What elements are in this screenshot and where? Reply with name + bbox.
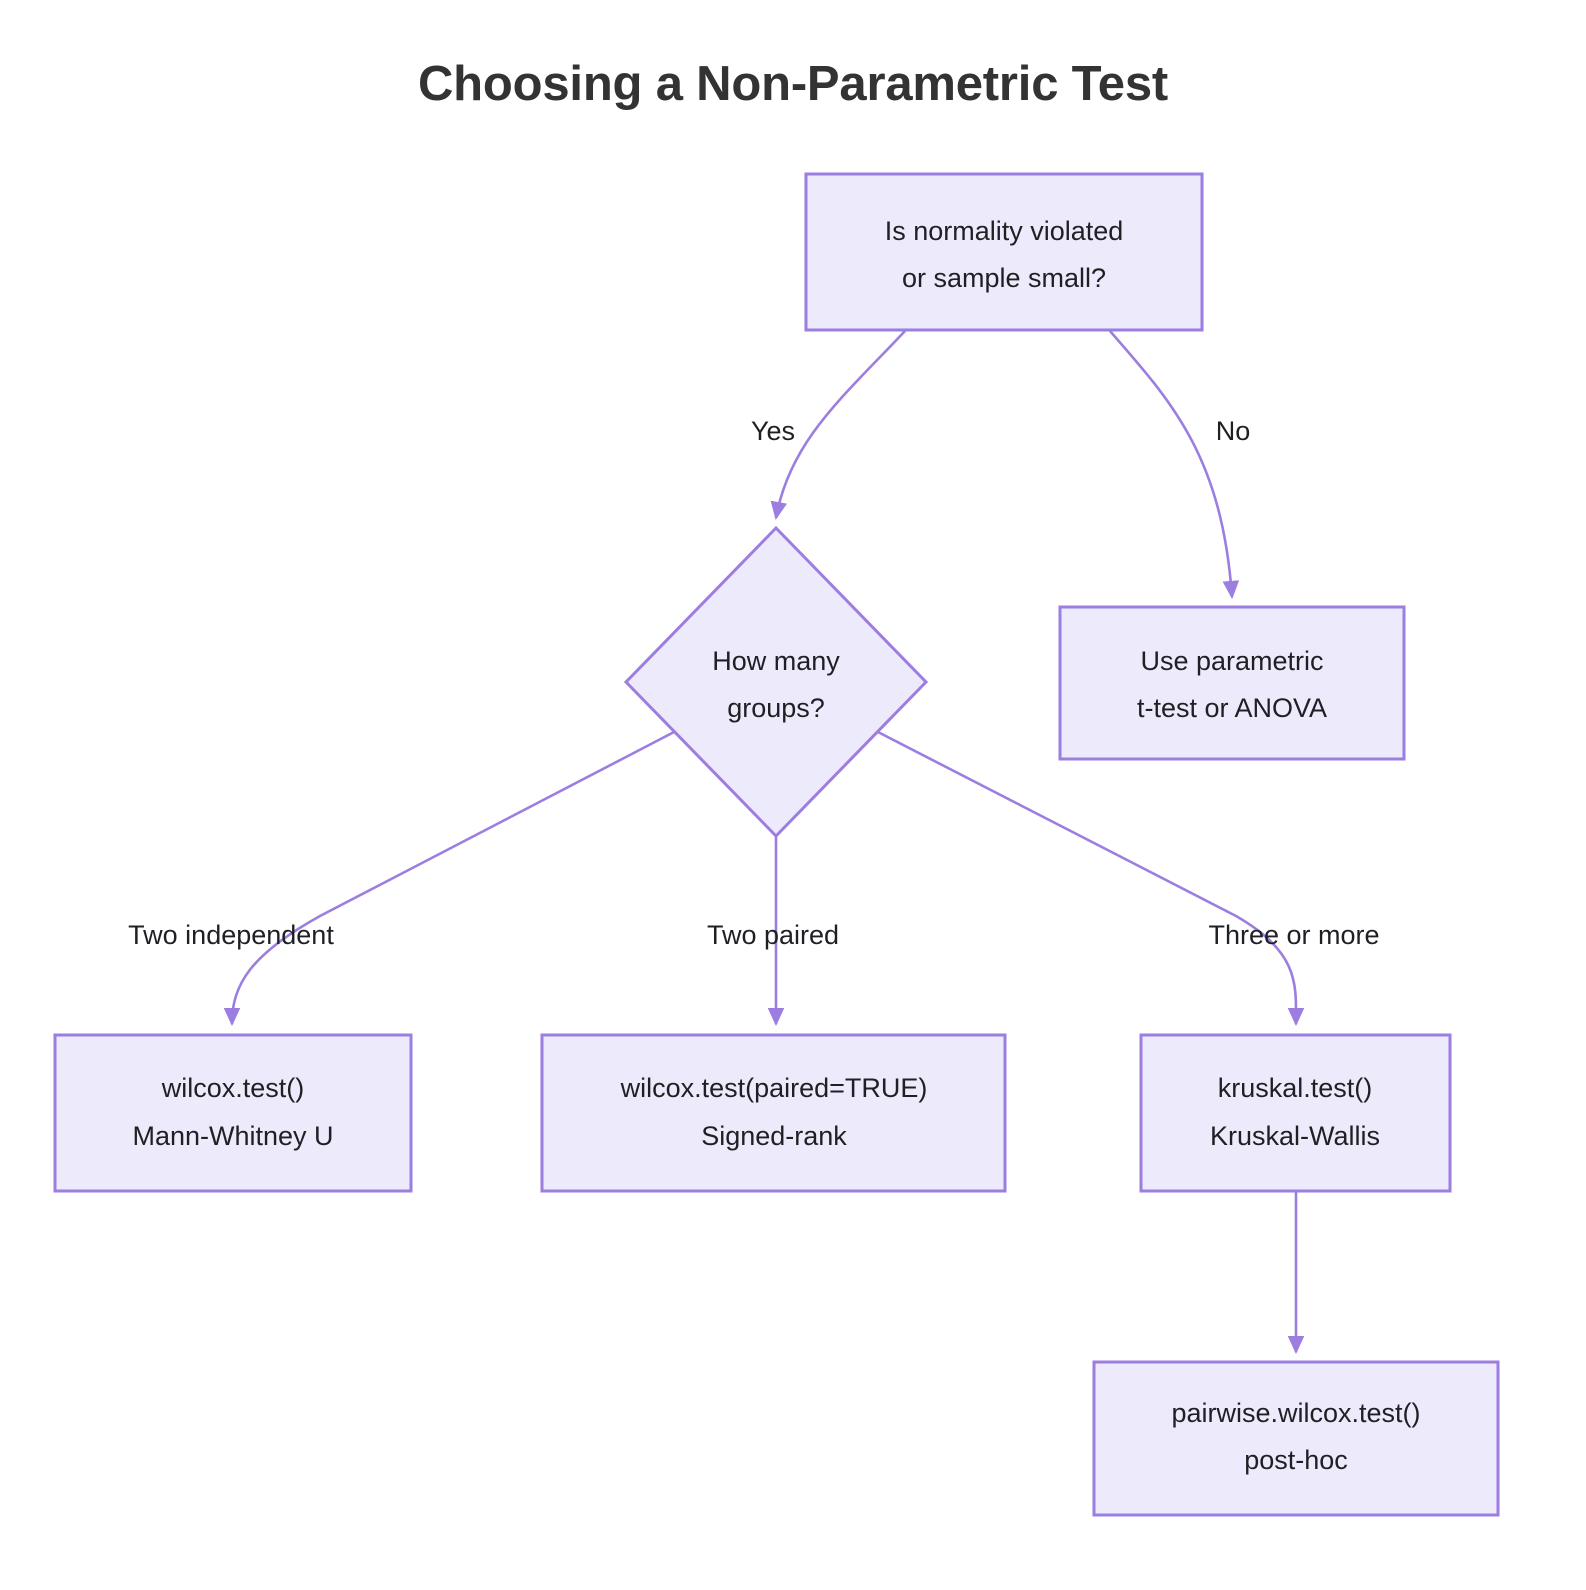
node-pairwise-wilcox-test-line1: pairwise.wilcox.test()	[1171, 1398, 1420, 1428]
edge-label-no: No	[1216, 416, 1251, 446]
node-wilcox-test-paired-box	[540, 1033, 1007, 1193]
node-normality-question[interactable]: Is normality violated or sample small?	[804, 172, 1204, 332]
node-normality-question-line1: Is normality violated	[885, 216, 1124, 246]
node-wilcox-test-paired-line1: wilcox.test(paired=TRUE)	[620, 1073, 928, 1103]
node-wilcox-test-paired-line2: Signed-rank	[701, 1121, 847, 1151]
node-wilcox-test[interactable]: wilcox.test() Mann-Whitney U	[53, 1033, 413, 1193]
node-wilcox-test-line2: Mann-Whitney U	[132, 1121, 333, 1151]
node-kruskal-test-line1: kruskal.test()	[1218, 1073, 1373, 1103]
edge-label-two-paired: Two paired	[707, 920, 839, 950]
edge-three-or-more-line	[875, 729, 1305, 1027]
node-pairwise-wilcox-test-box	[1092, 1360, 1500, 1517]
edge-label-yes: Yes	[751, 416, 795, 446]
node-kruskal-test-line2: Kruskal-Wallis	[1210, 1121, 1380, 1151]
node-use-parametric-box	[1058, 605, 1406, 761]
node-how-many-groups-diamond	[623, 525, 929, 839]
node-wilcox-test-line1: wilcox.test()	[161, 1073, 305, 1103]
page-title: Choosing a Non-Parametric Test	[417, 57, 1168, 111]
node-how-many-groups-line1: How many	[712, 646, 840, 676]
node-how-many-groups[interactable]: How many groups?	[623, 525, 929, 839]
node-pairwise-wilcox-test[interactable]: pairwise.wilcox.test() post-hoc	[1092, 1360, 1500, 1517]
node-normality-question-line2: or sample small?	[902, 263, 1106, 293]
node-pairwise-wilcox-test-line2: post-hoc	[1244, 1445, 1348, 1475]
edge-no-line	[1109, 330, 1240, 600]
node-kruskal-test-box	[1139, 1033, 1452, 1193]
node-wilcox-test-paired[interactable]: wilcox.test(paired=TRUE) Signed-rank	[540, 1033, 1007, 1193]
node-wilcox-test-box	[53, 1033, 413, 1193]
edge-two-independent-line	[223, 729, 677, 1027]
edge-label-group: Yes No Two independent Two paired Three …	[128, 416, 1379, 950]
node-use-parametric-line1: Use parametric	[1140, 646, 1323, 676]
node-kruskal-test[interactable]: kruskal.test() Kruskal-Wallis	[1139, 1033, 1452, 1193]
node-how-many-groups-line2: groups?	[727, 693, 825, 723]
node-use-parametric[interactable]: Use parametric t-test or ANOVA	[1058, 605, 1406, 761]
edge-group	[223, 330, 1305, 1355]
node-use-parametric-line2: t-test or ANOVA	[1137, 693, 1327, 723]
edge-label-three-or-more: Three or more	[1208, 920, 1379, 950]
node-normality-question-box	[804, 172, 1204, 332]
edge-yes-line	[770, 330, 906, 521]
edge-label-two-independent: Two independent	[128, 920, 334, 950]
